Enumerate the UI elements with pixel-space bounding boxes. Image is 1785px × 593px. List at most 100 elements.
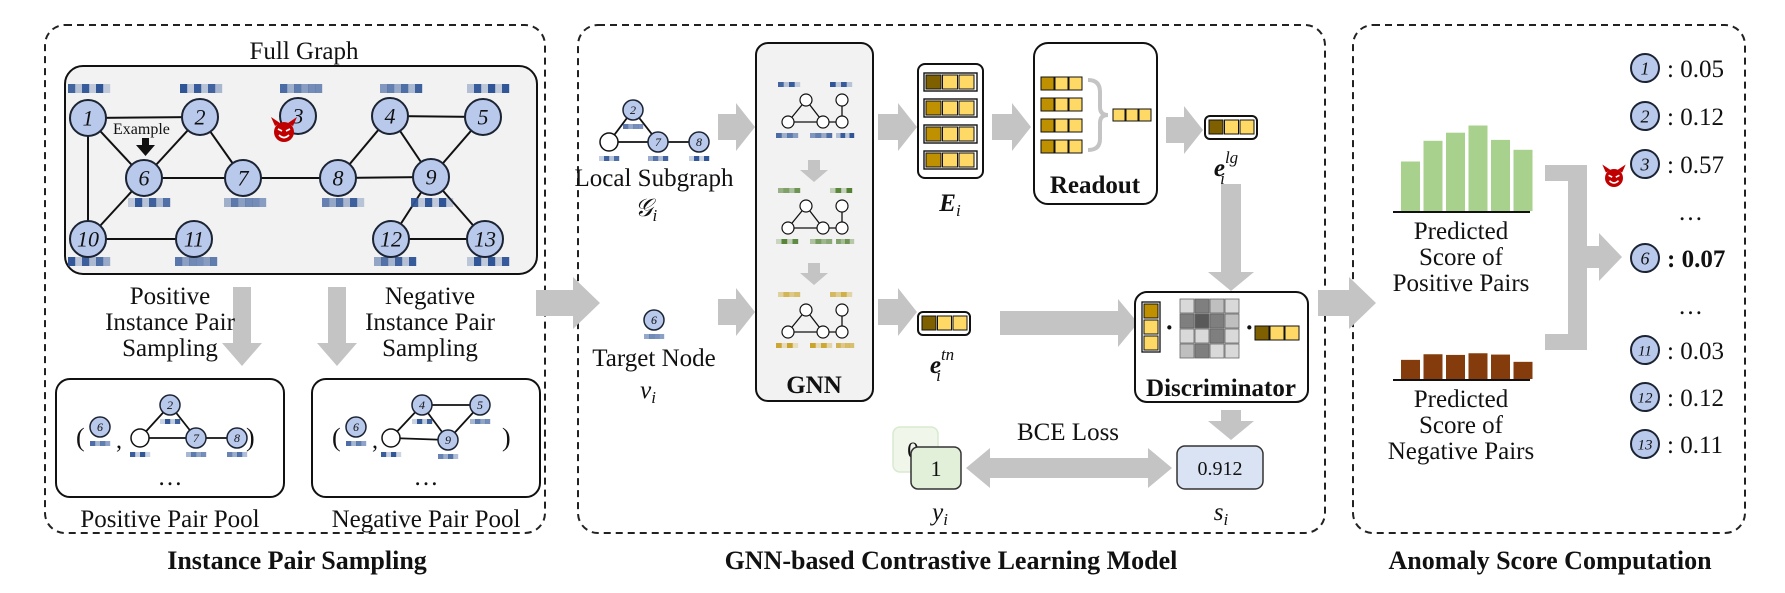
score-bar: [1423, 140, 1443, 211]
score-bar: [1446, 354, 1465, 379]
target-node-graphic: 6: [643, 309, 665, 339]
svg-text:Predicted: Predicted: [1414, 386, 1509, 413]
graph-node-target-6: 6: [643, 309, 665, 331]
svg-text:1: 1: [1641, 58, 1650, 78]
positive-pool-ellipsis: …: [158, 464, 183, 491]
section-score-panel: [1352, 24, 1746, 534]
svg-text:10: 10: [77, 227, 99, 252]
score-list-item: …: [1678, 293, 1703, 320]
readout-box: [1033, 42, 1158, 205]
svg-text:Sampling: Sampling: [122, 335, 218, 362]
section-title-sampling: Instance Pair Sampling: [167, 546, 427, 575]
svg-text:8: 8: [333, 166, 344, 191]
svg-text:: 0.11: : 0.11: [1667, 432, 1723, 459]
svg-text:Instance Pair: Instance Pair: [105, 309, 235, 336]
score-list-item: 12: 0.12: [1630, 382, 1724, 412]
svg-text:𝒢i: 𝒢i: [635, 195, 658, 225]
score-list-item: 13 : 0.11: [1630, 429, 1723, 459]
svg-text:,: ,: [116, 428, 122, 454]
graph-node-score-6: 6: [1630, 243, 1660, 273]
graph-node-sub-2: 2: [622, 99, 644, 121]
score-list-item: 2: 0.12: [1630, 101, 1724, 131]
example-arrow-icon: [136, 138, 155, 156]
score-list-item: 3: 0.57: [1630, 149, 1724, 179]
positive-pool-label: Positive Pair Pool: [80, 506, 259, 533]
svg-text:1: 1: [83, 106, 94, 131]
svg-text:·: ·: [1245, 313, 1254, 342]
svg-text:6: 6: [353, 420, 359, 434]
score-list-item: 6 : 0.07: [1630, 243, 1725, 273]
graph-node-full-9: 9: [412, 158, 450, 196]
arrow-etn-to-discriminator: [1000, 299, 1138, 347]
gnn-input-arrows: [718, 103, 755, 336]
svg-text:0.912: 0.912: [1198, 458, 1243, 480]
svg-text:11: 11: [1638, 343, 1652, 359]
section-sampling-panel: [44, 24, 546, 534]
graph-node-full-10: 10: [69, 220, 107, 258]
svg-text:: 0.12: : 0.12: [1667, 385, 1724, 412]
svg-text:): ): [246, 423, 255, 452]
svg-text:…: …: [1678, 293, 1703, 320]
graph-node-neg-pool-9: 9: [437, 429, 459, 451]
graph-node-score-13: 13: [1630, 429, 1660, 459]
svg-text:vi: vi: [640, 377, 656, 407]
graph-node-pos-pool-8: 8: [226, 427, 248, 449]
target-node-label: Target Node vi: [592, 345, 715, 407]
embedding-matrix: [917, 63, 984, 179]
gnn-layers: [776, 82, 855, 348]
svg-text:): ): [502, 423, 511, 452]
svg-text:7: 7: [193, 431, 200, 445]
full-graph-features: [68, 84, 510, 266]
svg-text:6: 6: [1641, 248, 1650, 268]
score-list-devil-icon: [1601, 163, 1627, 188]
arrow-elg-to-discriminator: [1208, 184, 1254, 291]
positive-sampling-label: Positive Instance Pair Sampling: [105, 283, 235, 362]
negative-score-bars: [1401, 353, 1533, 379]
flow-arrow-model-to-score: [1318, 277, 1376, 329]
svg-text:5: 5: [478, 105, 489, 130]
example-label: Example: [113, 121, 170, 138]
svg-text:Predicted: Predicted: [1414, 218, 1509, 245]
section-title-model: GNN-based Contrastive Learning Model: [725, 546, 1178, 575]
score-box: 0.912: [1176, 445, 1264, 490]
svg-text:13: 13: [474, 227, 496, 252]
svg-text:: 0.07: : 0.07: [1667, 246, 1725, 273]
graph-node-neg-pool-6: 6: [345, 416, 367, 438]
svg-text:2: 2: [630, 103, 636, 117]
embedding-matrix-label: Ei: [938, 190, 961, 220]
svg-text:: 0.03: : 0.03: [1667, 338, 1724, 365]
lg-embedding-vector: [1204, 115, 1258, 140]
score-bar: [1468, 125, 1488, 211]
graph-node-full-8: 8: [319, 159, 357, 197]
tn-embedding-vector: [917, 311, 971, 336]
graph-node-full-7: 7: [224, 159, 262, 197]
graph-node-score-3: 3: [1630, 149, 1660, 179]
score-bar: [1491, 139, 1510, 211]
graph-node-full-5: 5: [464, 98, 502, 136]
svg-text:6: 6: [651, 313, 657, 327]
label-squares: 0 1: [892, 426, 962, 490]
svg-text:3: 3: [1640, 154, 1650, 174]
bce-loss-label: BCE Loss: [1017, 419, 1119, 446]
graph-node-sub-7: 7: [647, 131, 669, 153]
section-model-panel: [577, 24, 1326, 534]
graph-node-full-12: 12: [372, 220, 410, 258]
score-list-item: 11 : 0.03: [1630, 335, 1724, 365]
score-bar: [1423, 354, 1443, 379]
flow-arrow-sampling-to-model: [536, 277, 600, 329]
local-subgraph-label: Local Subgraph 𝒢i: [575, 165, 734, 225]
svg-text:Sampling: Sampling: [382, 335, 478, 362]
readout-label: Readout: [1050, 172, 1141, 199]
full-graph-title: Full Graph: [249, 38, 359, 65]
graph-node-full-4: 4: [371, 97, 409, 135]
graph-node-score-2: 2: [1630, 101, 1660, 131]
graph-node-full-2: 2: [181, 98, 219, 136]
score-bar: [1401, 359, 1420, 379]
score-bar: [1513, 149, 1533, 211]
